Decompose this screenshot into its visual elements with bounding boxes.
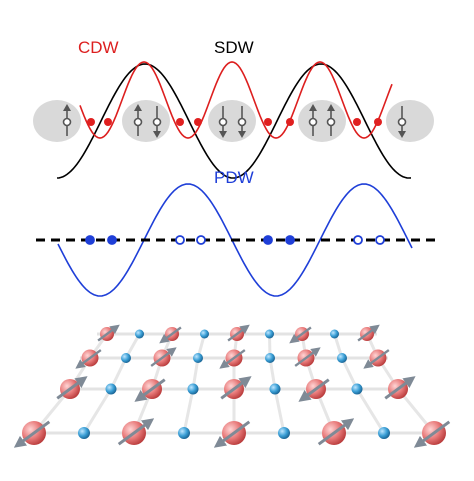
- lattice-panel: [13, 324, 451, 448]
- site-ellipse: [33, 100, 81, 142]
- charge-dots: [87, 118, 382, 126]
- lattice-line: [32, 333, 109, 434]
- open-circle-icon: [353, 235, 363, 245]
- charge-atom: [178, 427, 190, 439]
- spin-arrow-icon: [220, 376, 252, 400]
- charge-atom: [337, 353, 347, 363]
- lattice-line: [82, 333, 141, 434]
- red-dot-icon: [353, 118, 361, 126]
- spin-arrow-icon: [159, 326, 182, 344]
- open-circle-icon: [175, 235, 185, 245]
- sdw-label: SDW: [214, 38, 254, 57]
- arrow-up-icon: [133, 104, 143, 136]
- spin-sites: [62, 104, 407, 138]
- red-dot-icon: [264, 118, 272, 126]
- sdw-wave: [56, 63, 412, 179]
- spin-arrow-icon: [13, 420, 51, 448]
- red-dot-icon: [286, 118, 294, 126]
- charge-atom: [121, 353, 131, 363]
- charge-atom: [78, 427, 90, 439]
- charge-atom: [135, 329, 144, 339]
- open-circle-icon: [375, 235, 385, 245]
- spin-arrow-icon: [75, 349, 102, 369]
- filled-circle-icon: [85, 235, 95, 245]
- arrow-down-icon: [237, 106, 247, 138]
- spin-arrow-icon: [219, 349, 246, 369]
- spin-arrow-icon: [363, 349, 390, 369]
- charge-atom: [278, 427, 290, 439]
- filled-circle-icon: [285, 235, 295, 245]
- spin-arrow-icon: [298, 378, 330, 402]
- arrow-down-icon: [397, 106, 407, 138]
- lattice-line: [365, 333, 436, 434]
- lattice-line: [333, 333, 386, 434]
- open-circle-icon: [196, 235, 206, 245]
- charge-atom: [200, 329, 209, 339]
- spin-arrow-icon: [357, 324, 380, 342]
- charge-atom: [105, 383, 117, 395]
- lattice-line: [300, 333, 336, 434]
- charge-atom: [265, 329, 274, 339]
- arrow-down-icon: [218, 106, 228, 138]
- lattice-line: [232, 333, 239, 433]
- red-dot-icon: [176, 118, 184, 126]
- spin-arrow-icon: [150, 347, 177, 367]
- filled-circle-icon: [107, 235, 117, 245]
- spin-arrow-icon: [117, 418, 155, 446]
- charge-atom: [187, 383, 199, 395]
- pdw-label: PDW: [214, 168, 254, 187]
- lattice-line: [182, 333, 206, 434]
- site-ellipse: [386, 100, 434, 142]
- spin-arrow-icon: [294, 347, 321, 367]
- spin-arrow-icon: [134, 378, 166, 402]
- charge-atom: [378, 427, 390, 439]
- red-dot-icon: [194, 118, 202, 126]
- charge-atom: [269, 383, 281, 395]
- site-ellipse: [208, 100, 256, 142]
- cdw-label: CDW: [78, 38, 119, 57]
- red-dot-icon: [374, 118, 382, 126]
- pair-sites: [85, 235, 385, 245]
- red-dot-icon: [87, 118, 95, 126]
- spin-arrow-icon: [413, 420, 451, 448]
- spin-arrow-icon: [56, 376, 88, 400]
- site-ellipse: [122, 100, 170, 142]
- pdw-wave: [57, 183, 413, 297]
- red-dot-icon: [104, 118, 112, 126]
- site-ellipse: [298, 100, 346, 142]
- lattice-line: [132, 333, 174, 434]
- lattice-line: [268, 333, 286, 434]
- cdw-wave: [79, 61, 393, 139]
- spin-arrow-icon: [227, 324, 250, 342]
- spin-arrow-icon: [213, 420, 251, 448]
- arrow-up-icon: [62, 104, 72, 136]
- charge-atom: [351, 383, 363, 395]
- arrow-down-icon: [152, 106, 162, 138]
- charge-atom: [265, 353, 275, 363]
- spin-arrow-icon: [384, 376, 416, 400]
- filled-circle-icon: [263, 235, 273, 245]
- cdw-sdw-panel: CDW SDW: [33, 38, 434, 179]
- arrow-up-icon: [326, 104, 336, 136]
- spin-arrow-icon: [317, 418, 355, 446]
- pdw-panel: PDW: [36, 168, 440, 297]
- spin-arrow-icon: [97, 324, 120, 342]
- charge-atom: [330, 329, 339, 339]
- arrow-up-icon: [308, 104, 318, 136]
- spin-arrow-icon: [289, 326, 312, 344]
- charge-atom: [193, 353, 203, 363]
